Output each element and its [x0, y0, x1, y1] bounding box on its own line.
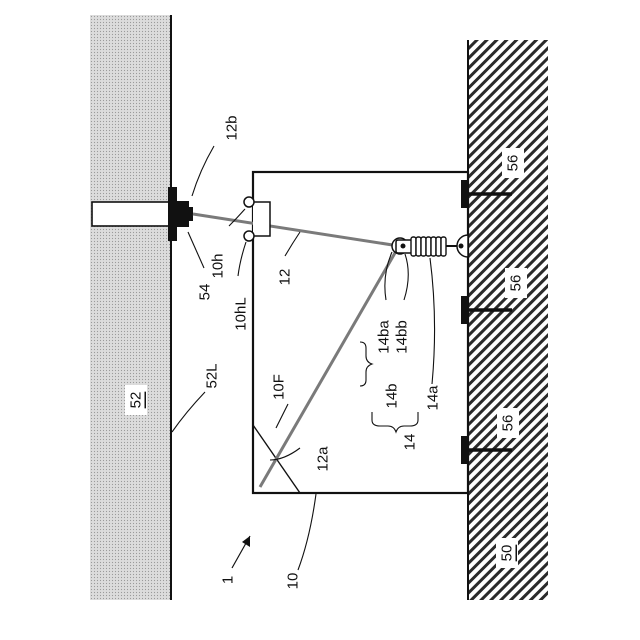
label-14ba: 14ba — [376, 320, 393, 354]
label-14: 14 — [402, 434, 419, 451]
wall-structure — [90, 15, 171, 600]
hook-bracket — [244, 197, 270, 241]
leader-14bb — [404, 254, 408, 300]
label-50: 50 — [499, 545, 516, 562]
anchor-nut — [176, 201, 189, 227]
leader-12a — [270, 448, 300, 460]
label-10F: 10F — [271, 374, 288, 400]
label-12: 12 — [277, 269, 294, 286]
floor-bolt-mid-plate — [461, 296, 469, 324]
label-56-top: 56 — [505, 155, 522, 172]
bolt-bottom-label-box: 56 — [497, 408, 519, 438]
label-14bb: 14bb — [394, 320, 411, 353]
floor-bolt-bottom-plate — [461, 436, 469, 464]
tensioner — [392, 235, 468, 257]
label-14b: 14b — [384, 383, 401, 408]
label-12a: 12a — [315, 446, 332, 472]
leader-12b — [192, 146, 214, 196]
floor-bolt-top-plate — [461, 180, 469, 208]
tensioner-brace — [372, 412, 418, 432]
leader-12 — [285, 232, 300, 256]
head-brace — [360, 342, 372, 386]
label-12b: 12b — [224, 115, 241, 140]
label-52L: 52L — [204, 363, 221, 388]
floor-structure — [468, 40, 548, 600]
label-56-bottom: 56 — [500, 415, 517, 432]
wall-body — [90, 15, 171, 600]
assembly-arrow — [232, 536, 250, 568]
label-52: 52 — [128, 392, 145, 409]
floor-label-box: 50 — [496, 538, 518, 568]
label-54: 54 — [197, 284, 214, 301]
leader-lines — [172, 146, 435, 570]
anchor-plate — [168, 187, 177, 241]
label-10h: 10h — [210, 253, 227, 278]
label-14a: 14a — [425, 385, 442, 411]
leader-10hL — [238, 242, 246, 276]
bolt-mid-label-box: 56 — [505, 268, 527, 298]
tensioner-spring — [411, 237, 446, 256]
wall-label-box: 52 — [125, 385, 147, 415]
leader-10F — [276, 404, 288, 428]
tensioner-head-pin — [401, 244, 406, 249]
label-10hL: 10hL — [233, 297, 250, 330]
label-56-mid: 56 — [508, 275, 525, 292]
leader-54 — [188, 232, 204, 268]
leader-10h — [229, 209, 245, 226]
label-1: 1 — [220, 576, 237, 584]
anchor-sleeve — [92, 202, 170, 226]
cable-upper — [193, 214, 399, 246]
leader-14a — [430, 258, 435, 384]
hook-upper-eye — [244, 197, 254, 207]
label-10: 10 — [285, 573, 302, 590]
leader-10 — [298, 494, 316, 570]
leader-52L — [172, 392, 205, 432]
tensioner-mount-pin — [459, 244, 464, 249]
hook-lower-eye — [244, 231, 254, 241]
bolt-top-label-box: 56 — [502, 148, 524, 178]
hook-bracket-outline — [253, 202, 270, 236]
anchor-tip — [188, 207, 193, 221]
assembly-arrow-head — [242, 536, 250, 547]
floor-body — [468, 40, 548, 600]
